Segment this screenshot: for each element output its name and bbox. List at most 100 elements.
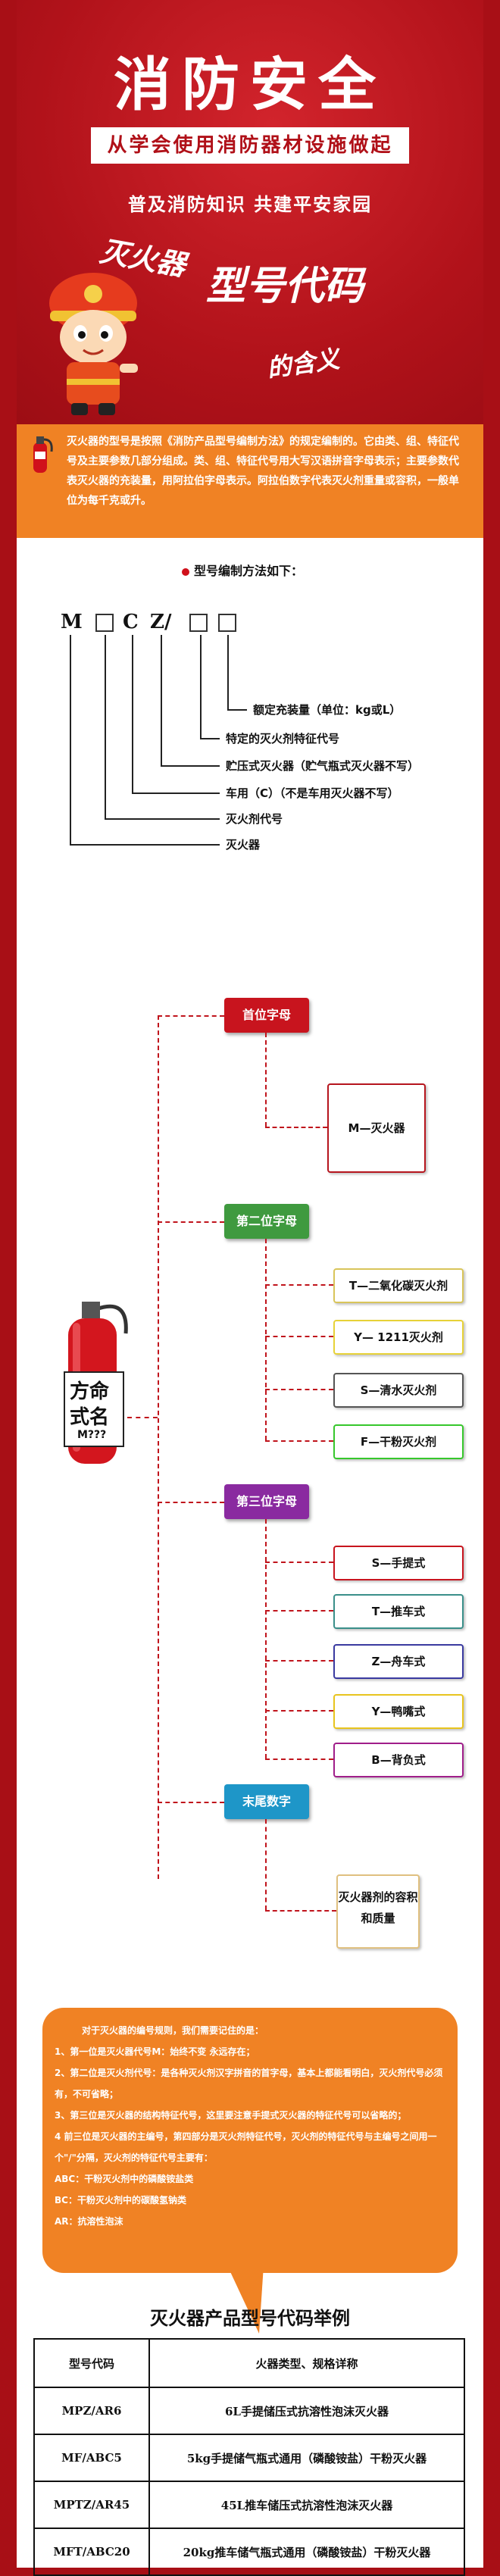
- table-row: MPTZ/AR45 45L推车储压式抗溶性泡沫灭火器: [33, 2481, 465, 2529]
- connector-line: [105, 818, 220, 820]
- label-stored-pressure: 贮压式灭火器（贮气瓶式灭火器不写）: [226, 759, 420, 773]
- connector-line: [227, 709, 247, 711]
- item-m-extinguisher: M—灭火器: [327, 1083, 426, 1173]
- category-third-letter: 第三位字母: [224, 1484, 309, 1519]
- tree-branch-line: [158, 1221, 224, 1223]
- tree-sub-line: [265, 1562, 333, 1563]
- extinguisher-label-line2: 式名: [70, 1406, 110, 1429]
- item-vehicle-mounted: Z—舟车式: [333, 1644, 464, 1679]
- tree-sub-line: [265, 1033, 267, 1127]
- table-cell: 45L推车储压式抗溶性泡沫灭火器: [148, 2481, 465, 2529]
- table-cell: MPTZ/AR45: [33, 2481, 150, 2529]
- firefighter-mascot-icon: [49, 273, 138, 415]
- table-row: MF/ABC5 5kg手提储气瓶式通用（磷酸铵盐）干粉灭火器: [33, 2434, 465, 2482]
- item-powder-agent: F—干粉灭火剂: [333, 1424, 464, 1459]
- connector-line: [161, 635, 162, 767]
- rule-line: 对于灭火器的编号规则，我们需要记住的是：: [82, 2025, 264, 2036]
- tree-branch-line: [158, 1015, 224, 1017]
- rule-line: 1、第一位是灭火器代号M：始终不变 永远存在；: [55, 2046, 255, 2057]
- extinguisher-label-line3: M???: [77, 1429, 107, 1441]
- tree-sub-line: [265, 1239, 267, 1440]
- item-1211-agent: Y— 1211灭火剂: [333, 1320, 464, 1355]
- intro-text: 灭火器的型号是按照《消防产品型号编制方法》的规定编制的。它由类、组、特征代号及主…: [67, 436, 459, 507]
- connector-line: [227, 635, 229, 711]
- code-letter-c: C: [123, 611, 139, 633]
- tree-sub-line: [265, 1127, 327, 1128]
- tree-sub-line: [265, 1758, 333, 1760]
- rules-text-block: 对于灭火器的编号规则，我们需要记住的是： 1、第一位是灭火器代号M：始终不变 永…: [55, 2020, 448, 2232]
- connector-line: [105, 635, 106, 820]
- connector-line: [200, 635, 202, 739]
- item-co2-agent: T—二氧化碳灭火剂: [333, 1268, 464, 1303]
- rule-line: 2、第二位是灭火剂代号：是各种灭火剂汉字拼音的首字母，基本上都能看明白，灭火剂代…: [55, 2068, 443, 2099]
- table-cell: 20kg推车储气瓶式通用（磷酸铵盐）干粉灭火器: [148, 2528, 465, 2576]
- item-portable: S—手提式: [333, 1546, 464, 1580]
- category-first-letter: 首位字母: [224, 998, 309, 1033]
- item-capacity-mass: 灭火器剂的容积和质量: [336, 1874, 420, 1949]
- rules-panel-tail: [227, 2265, 264, 2334]
- tree-sub-line: [265, 1610, 333, 1612]
- headline-part-3: 的含义: [265, 344, 342, 383]
- tree-sub-line: [265, 1819, 267, 1910]
- label-extinguisher: 灭火器: [226, 838, 261, 852]
- connector-line: [132, 792, 220, 794]
- rule-line: ABC：干粉灭火剂中的磷酸铵盐类: [55, 2174, 194, 2184]
- tree-sub-line: [265, 1910, 336, 1912]
- tree-sub-line: [265, 1336, 333, 1337]
- code-letter-m: M: [61, 611, 83, 633]
- table-row: MPZ/AR6 6L手提储压式抗溶性泡沫灭火器: [33, 2387, 465, 2435]
- tree-sub-line: [265, 1710, 333, 1712]
- coding-heading: 型号编制方法如下：: [182, 561, 303, 579]
- rule-line: AR：抗溶性泡沫: [55, 2216, 123, 2227]
- tree-sub-line: [265, 1389, 333, 1390]
- table-title: 灭火器产品型号代码举例: [150, 2308, 350, 2329]
- headline-part-2: 型号代码: [206, 264, 364, 309]
- connector-line: [70, 844, 220, 846]
- connector-line: [161, 765, 220, 767]
- bullet-icon: [182, 567, 189, 576]
- tree-sub-line: [265, 1284, 333, 1286]
- tree-branch-line: [158, 1802, 224, 1803]
- table-cell: MF/ABC5: [33, 2434, 150, 2482]
- table-cell: 5kg手提储气瓶式通用（磷酸铵盐）干粉灭火器: [148, 2434, 465, 2482]
- table-header-cell: 火器类型、规格详称: [148, 2338, 465, 2388]
- tree-sub-line: [265, 1660, 333, 1662]
- code-box-2: [189, 611, 208, 633]
- label-capacity: 额定充装量（单位：kg或L）: [253, 703, 402, 717]
- label-agent-code: 灭火剂代号: [226, 812, 283, 826]
- tree-trunk-line: [158, 1015, 159, 1879]
- intro-panel: [17, 424, 483, 538]
- code-box-1: [95, 611, 114, 633]
- coding-heading-text: 型号编制方法如下：: [194, 564, 304, 578]
- tree-branch-line: [158, 1502, 224, 1503]
- rules-panel: [42, 2008, 458, 2273]
- tree-sub-line: [265, 1519, 267, 1758]
- table-cell: 6L手提储压式抗溶性泡沫灭火器: [148, 2387, 465, 2435]
- item-backpack: B—背负式: [333, 1743, 464, 1777]
- rule-line: BC：干粉灭火剂中的碳酸氢钠类: [55, 2195, 186, 2206]
- examples-table: 型号代码 火器类型、规格详称 MPZ/AR6 6L手提储压式抗溶性泡沫灭火器 M…: [33, 2338, 465, 2576]
- code-letter-z: Z/: [150, 611, 172, 633]
- code-box-3: [218, 611, 236, 633]
- label-agent-feature: 特定的灭火剂特征代号: [226, 732, 340, 746]
- table-header-row: 型号代码 火器类型、规格详称: [33, 2338, 465, 2388]
- item-duckbill: Y—鸭嘴式: [333, 1694, 464, 1729]
- tree-sub-line: [265, 1440, 333, 1442]
- extinguisher-small-icon: [33, 436, 53, 473]
- table-cell: MPZ/AR6: [33, 2387, 150, 2435]
- item-wheeled: T—推车式: [333, 1594, 464, 1629]
- subtitle-banner: 从学会使用消防器材设施做起: [91, 127, 409, 164]
- connector-line: [132, 635, 133, 794]
- connector-line: [200, 738, 220, 739]
- tree-branch-line: [127, 1417, 158, 1418]
- connector-line: [70, 635, 71, 846]
- extinguisher-label-line1: 方命: [70, 1380, 110, 1403]
- table-header-cell: 型号代码: [33, 2338, 150, 2388]
- page-title: 消防安全: [114, 51, 386, 118]
- category-second-letter: 第二位字母: [224, 1204, 309, 1239]
- slogan: 普及消防知识 共建平安家园: [127, 194, 373, 215]
- rule-line: 4 前三位是灭火器的主编号，第四部分是灭火剂特征代号，灭火剂的特征代号与主编号之…: [55, 2131, 437, 2163]
- extinguisher-label-card: [64, 1371, 124, 1447]
- table-cell: MFT/ABC20: [33, 2528, 150, 2576]
- label-vehicle: 车用（C）（不是车用灭火器不写）: [226, 786, 399, 800]
